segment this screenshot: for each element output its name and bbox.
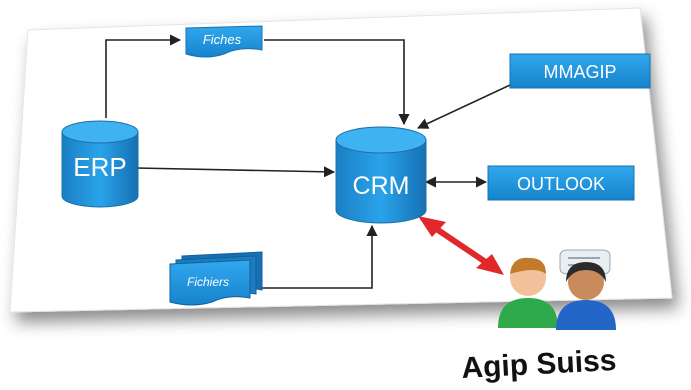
fiches-label: Fiches: [203, 32, 242, 47]
outlook-label: OUTLOOK: [517, 174, 605, 194]
red-double-arrow: [418, 216, 504, 275]
arrow-erp-to-fiches: [105, 34, 182, 118]
fiches-document: Fiches: [185, 25, 263, 58]
crm-label: CRM: [353, 172, 410, 200]
outlook-box: OUTLOOK: [487, 165, 635, 201]
erp-database: ERP: [61, 120, 139, 208]
arrow-erp-to-crm: [135, 166, 336, 178]
users-icon: [498, 249, 616, 330]
erp-label: ERP: [73, 152, 126, 182]
connectors: [105, 34, 511, 289]
mmagip-label: MMAGIP: [543, 62, 616, 82]
fichiers-label: Fichiers: [187, 275, 229, 289]
arrow-mmagip-to-crm: [416, 84, 511, 129]
crm-database: CRM: [335, 126, 427, 224]
arrow-fiches-to-crm: [264, 39, 410, 126]
arrow-fichiers-to-crm: [262, 224, 378, 289]
company-label: Agip Suiss: [461, 344, 618, 385]
mmagip-box: MMAGIP: [509, 53, 651, 89]
fichiers-documents: Fichiers: [169, 251, 263, 306]
